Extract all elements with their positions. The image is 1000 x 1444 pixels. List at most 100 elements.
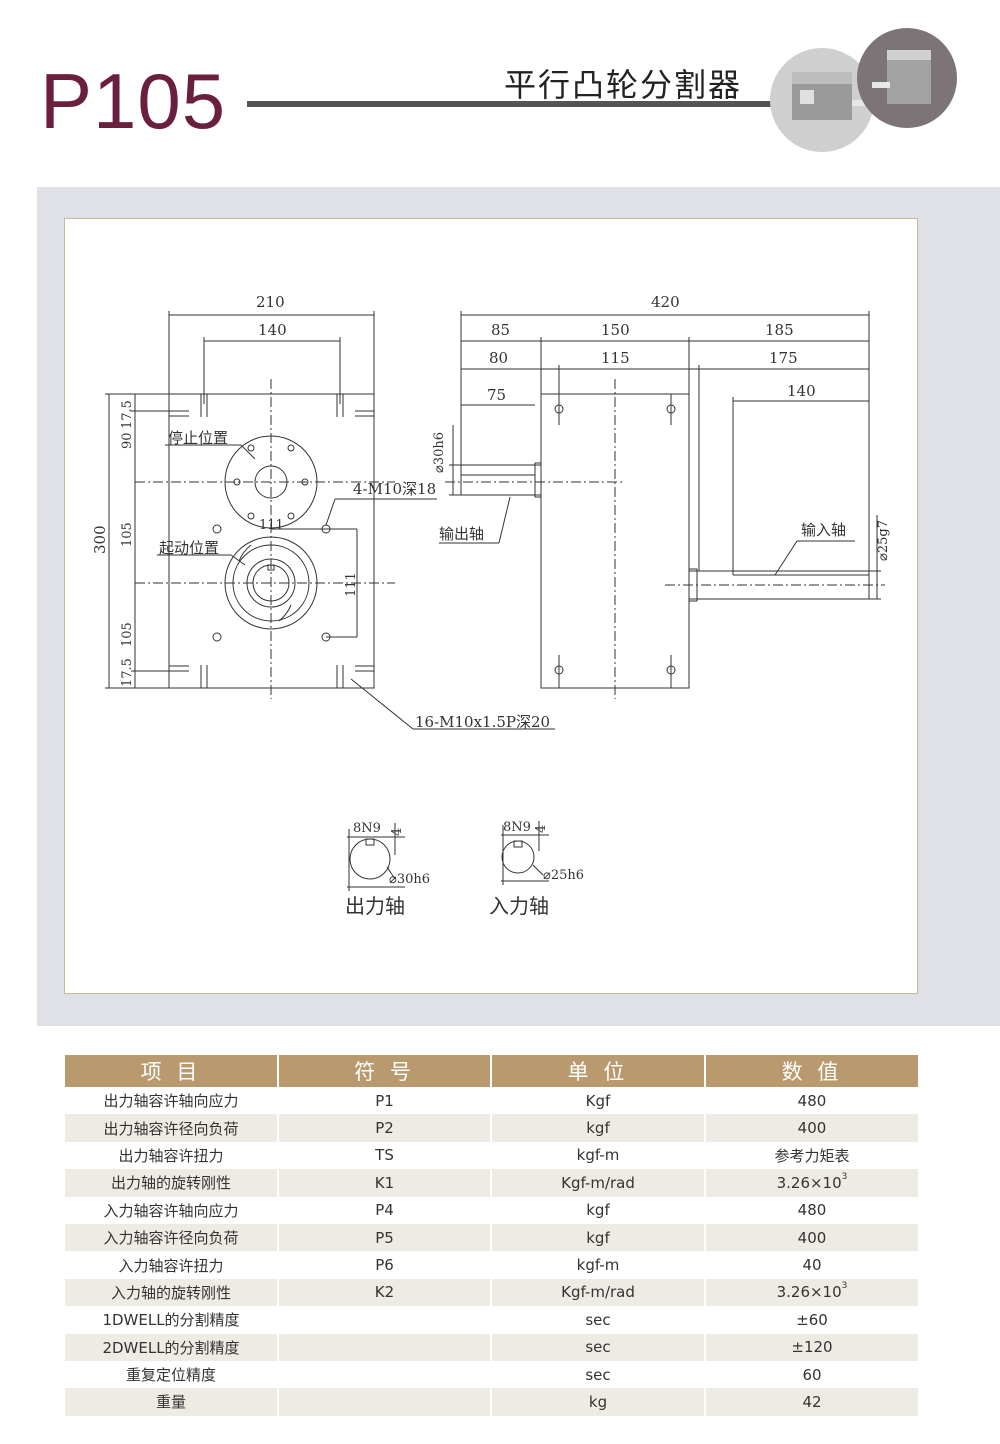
in-key-width: 8N9 (503, 820, 531, 835)
table-row: 2DWELL的分割精度 sec±120 (65, 1333, 918, 1361)
cell-item: 入力轴的旋转刚性 (65, 1278, 279, 1307)
cell-item: 出力轴容许扭力 (65, 1141, 279, 1170)
cell-symbol (278, 1333, 492, 1361)
dim-d: 80 (489, 349, 508, 367)
dim-v1: 17.5 (120, 400, 135, 429)
cell-unit: kgf-m (491, 1251, 706, 1279)
cell-value: 480 (705, 1196, 918, 1224)
dim-width: 210 (256, 293, 285, 311)
dim-height: 300 (91, 525, 109, 554)
label-holes: 4-M10深18 (353, 480, 436, 498)
keyway-input: 8N9 4 ⌀25h6 入力轴 (489, 820, 584, 918)
side-view: 420 85 150 185 80 115 175 75 140 输出轴 输入轴… (432, 293, 891, 699)
cell-item: 出力轴的旋转刚性 (65, 1169, 279, 1197)
cell-symbol: P6 (278, 1251, 492, 1279)
header-item: 项 目 (65, 1055, 279, 1087)
cell-symbol: K1 (278, 1169, 492, 1197)
cell-value: 42 (705, 1388, 918, 1416)
header-value: 数 值 (705, 1055, 918, 1087)
drawing-svg: 210 140 111 停止位置 起动位置 4-M10深18 16-M10x1.… (91, 293, 891, 918)
cell-value: 400 (705, 1223, 918, 1252)
cell-unit: sec (491, 1306, 706, 1334)
cell-value: 3.26×103 (705, 1169, 918, 1197)
dim-a: 85 (491, 321, 510, 339)
cell-unit: kgf (491, 1114, 706, 1142)
dim-b: 150 (601, 321, 630, 339)
cell-value: ±120 (705, 1333, 918, 1361)
cell-symbol: P1 (278, 1087, 492, 1115)
cell-item: 重量 (65, 1388, 279, 1416)
dim-v4: 105 (120, 622, 135, 647)
label-stop-position: 停止位置 (168, 429, 228, 447)
title-rule (247, 101, 777, 107)
dim-c: 185 (765, 321, 794, 339)
cell-value-exponent: 3 (841, 1281, 848, 1292)
cell-unit: kgf (491, 1223, 706, 1252)
cell-value: 40 (705, 1251, 918, 1279)
technical-drawing: 210 140 111 停止位置 起动位置 4-M10深18 16-M10x1.… (64, 218, 918, 994)
out-shaft-label: 出力轴 (345, 894, 405, 918)
cell-value: 60 (705, 1360, 918, 1389)
cell-symbol (278, 1388, 492, 1416)
cell-item: 2DWELL的分割精度 (65, 1333, 279, 1361)
header-unit: 单 位 (491, 1055, 706, 1087)
in-key-depth: 4 (534, 825, 549, 833)
cell-item: 出力轴容许径向负荷 (65, 1114, 279, 1142)
in-shaft-label: 入力轴 (489, 894, 549, 918)
cell-value: 参考力矩表 (705, 1141, 918, 1170)
dim-center-v: 111 (344, 572, 359, 597)
cell-symbol: P2 (278, 1114, 492, 1142)
dim-hole-span: 140 (258, 321, 287, 339)
table-row: 1DWELL的分割精度 sec±60 (65, 1306, 918, 1334)
cell-value-exponent: 3 (841, 1171, 848, 1182)
cell-symbol: P5 (278, 1223, 492, 1252)
cell-item: 出力轴容许轴向应力 (65, 1087, 279, 1115)
gearbox-image-right (872, 50, 931, 104)
header-symbol: 符 号 (278, 1055, 492, 1087)
spec-table-header: 项 目 符 号 单 位 数 值 (65, 1055, 918, 1087)
dim-input-diameter: ⌀25g7 (876, 520, 891, 561)
product-photos (770, 28, 957, 152)
cell-item: 1DWELL的分割精度 (65, 1306, 279, 1334)
dim-h: 140 (787, 382, 816, 400)
cell-unit: Kgf-m/rad (491, 1169, 706, 1197)
cell-unit: kgf (491, 1196, 706, 1224)
cell-value: 400 (705, 1114, 918, 1142)
model-title: P105 (40, 57, 227, 145)
cell-unit: kg (491, 1388, 706, 1416)
label-output-shaft: 输出轴 (439, 525, 484, 543)
gearbox-image-left (792, 72, 872, 120)
dim-total: 420 (651, 293, 680, 311)
dim-e: 115 (601, 349, 630, 367)
dim-g: 75 (487, 386, 506, 404)
out-key-width: 8N9 (353, 821, 381, 836)
cell-unit: sec (491, 1333, 706, 1361)
dim-output-diameter: ⌀30h6 (432, 432, 447, 473)
output-shaft (460, 464, 542, 496)
front-view: 210 140 111 停止位置 起动位置 4-M10深18 16-M10x1.… (91, 293, 555, 731)
dim-v5: 17.5 (120, 658, 135, 687)
label-input-shaft: 输入轴 (801, 521, 846, 539)
keyway-output: 8N9 4 ⌀30h6 出力轴 (345, 821, 430, 918)
dim-v2: 90 (120, 432, 135, 449)
label-start-position: 起动位置 (159, 539, 219, 557)
cell-unit: kgf-m (491, 1141, 706, 1170)
cell-symbol: P4 (278, 1196, 492, 1224)
label-mount-holes: 16-M10x1.5P深20 (415, 713, 550, 731)
cell-unit: Kgf (491, 1087, 706, 1115)
dim-center-h: 111 (259, 518, 284, 533)
cell-item: 入力轴容许径向负荷 (65, 1223, 279, 1252)
cell-value: ±60 (705, 1306, 918, 1334)
out-shaft-dia: ⌀30h6 (389, 872, 430, 887)
cell-symbol: TS (278, 1141, 492, 1170)
